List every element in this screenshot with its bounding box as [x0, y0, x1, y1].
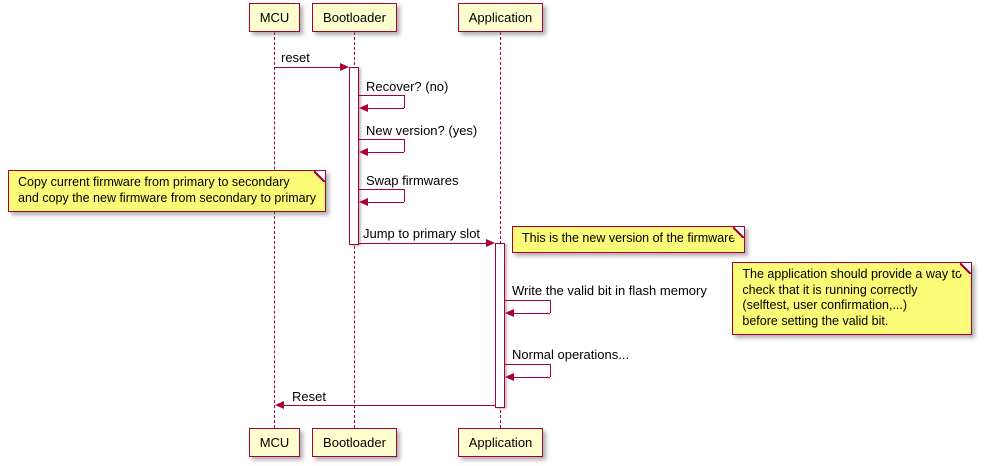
arrowhead-left-icon: [505, 373, 514, 381]
arrowhead-left-icon: [275, 401, 284, 409]
message-label-write-valid-bit: Write the valid bit in flash memory: [512, 283, 707, 298]
self-arrow-out-new-version: [359, 139, 404, 140]
participant-bootloader-top: Bootloader: [312, 3, 397, 32]
participant-mcu-bottom: MCU: [249, 428, 300, 457]
arrowhead-right-icon: [486, 239, 495, 247]
self-arrow-out-recover: [359, 95, 404, 96]
arrow-line-reset: [275, 67, 340, 68]
lifeline-application: [500, 32, 501, 428]
self-arrow-down-swap: [404, 189, 405, 202]
self-arrow-down-new-version: [404, 139, 405, 152]
participant-application-top: Application: [458, 3, 543, 32]
self-arrow-back-normal-ops: [514, 377, 550, 378]
arrowhead-right-icon: [340, 63, 349, 71]
arrowhead-left-icon: [359, 148, 368, 156]
participant-application-bottom: Application: [458, 428, 543, 457]
note-copy-firmware: Copy current firmware from primary to se…: [8, 170, 327, 212]
note-new-firmware-version: This is the new version of the firmware: [512, 226, 746, 253]
participant-mcu-top: MCU: [249, 3, 300, 32]
arrowhead-left-icon: [505, 309, 514, 317]
self-arrow-back-swap: [368, 202, 404, 203]
message-label-swap-firmwares: Swap firmwares: [366, 173, 459, 188]
message-label-jump: Jump to primary slot: [363, 226, 481, 241]
arrow-line-reset-back: [284, 405, 495, 406]
arrow-line-jump: [359, 243, 486, 244]
self-arrow-down-normal-ops: [550, 364, 551, 377]
self-arrow-back-recover: [368, 108, 404, 109]
activation-bootloader: [349, 67, 359, 245]
arrowhead-left-icon: [359, 198, 368, 206]
self-arrow-out-swap: [359, 189, 404, 190]
self-arrow-down-valid-bit: [550, 300, 551, 313]
note-valid-bit: The application should provide a way to …: [732, 262, 972, 335]
self-arrow-back-valid-bit: [514, 313, 550, 314]
lifeline-mcu: [274, 32, 275, 428]
message-label-normal-operations: Normal operations...: [512, 347, 630, 362]
arrowhead-left-icon: [359, 104, 368, 112]
self-arrow-out-normal-ops: [505, 364, 550, 365]
message-label-reset-back: Reset: [292, 389, 326, 404]
self-arrow-back-new-version: [368, 152, 404, 153]
message-label-reset: reset: [281, 50, 310, 65]
message-label-new-version: New version? (yes): [366, 123, 478, 138]
self-arrow-out-valid-bit: [505, 300, 550, 301]
self-arrow-down-recover: [404, 95, 405, 108]
message-label-recover: Recover? (no): [366, 79, 449, 94]
participant-bootloader-bottom: Bootloader: [312, 428, 397, 457]
activation-application: [495, 243, 505, 408]
